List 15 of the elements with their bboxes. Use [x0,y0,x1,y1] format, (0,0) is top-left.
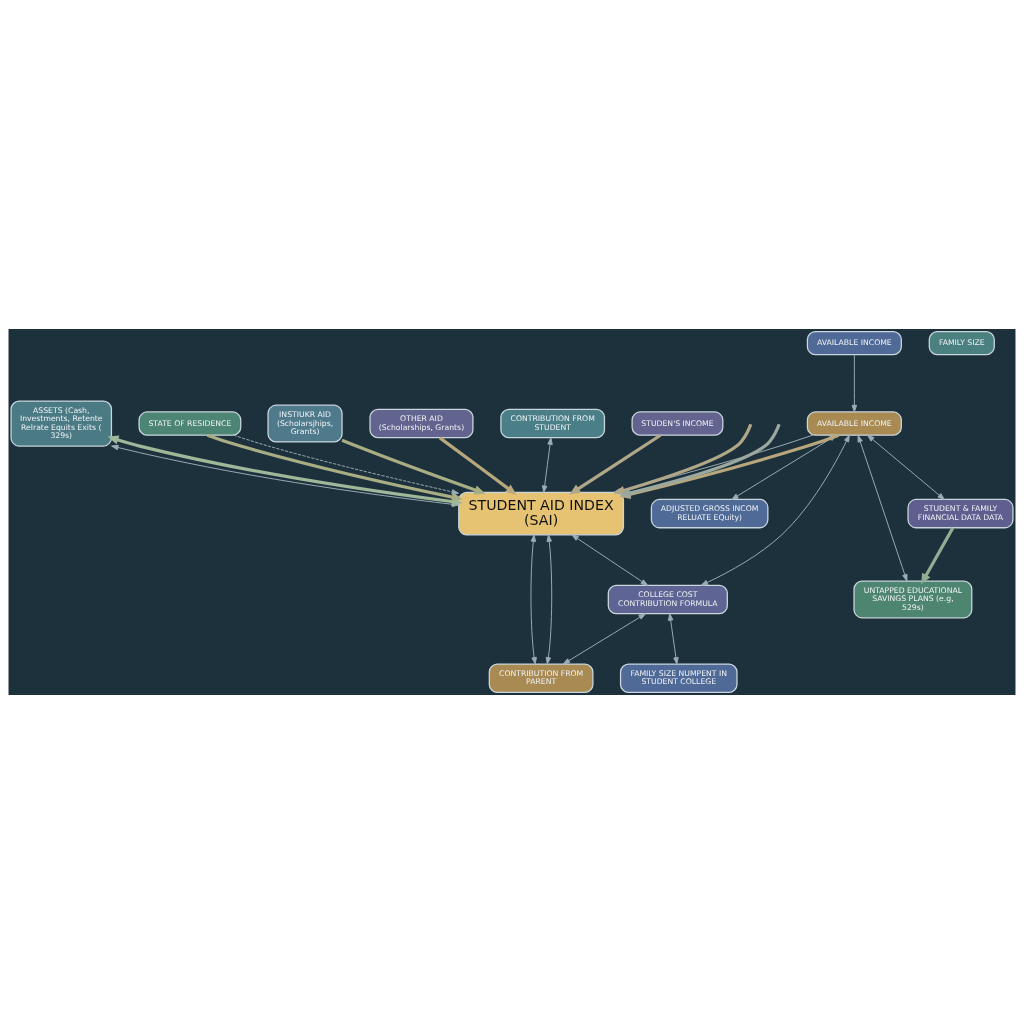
arrow [562,613,646,665]
arrow [530,534,537,665]
arrow [206,433,463,502]
arrow [541,437,553,493]
arrow [667,613,679,665]
arrow [921,527,955,585]
arrow [857,434,908,582]
arrow [233,434,459,495]
arrow [341,438,486,495]
arrow [438,436,517,495]
node-box: STUDENT AID INDEX (SAI) [458,491,625,536]
arrow [851,354,858,413]
arrow [571,534,649,586]
arrow [545,534,553,665]
arrow [867,434,945,500]
